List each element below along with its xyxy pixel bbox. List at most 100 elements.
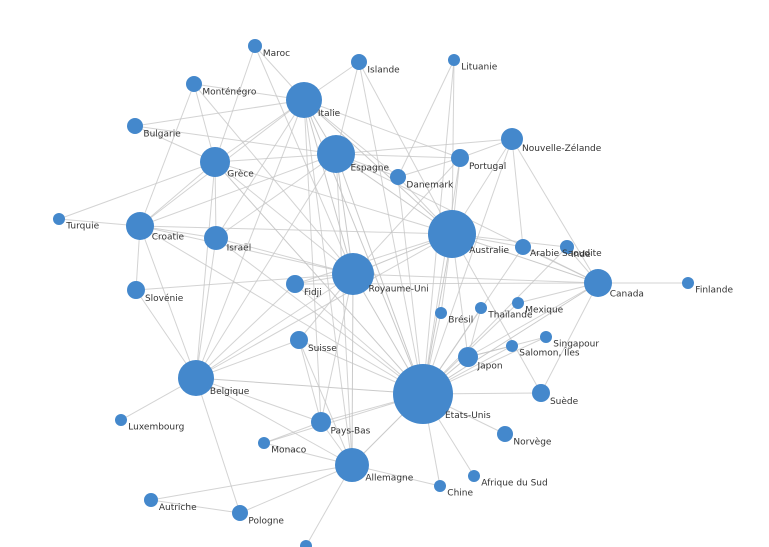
node-mexique[interactable] [512,297,524,309]
node-label-nouvelle-zelande: Nouvelle-Zélande [522,143,602,154]
node-label-autriche: Autriche [159,503,197,513]
edge-royaume-uni-maroc [254,45,354,275]
edge-grece-turquie [58,161,216,220]
node-montenegro[interactable] [186,76,202,92]
node-belgique[interactable] [178,360,214,396]
node-label-belgique: Belgique [210,387,250,397]
edge-croatie-belgique [139,225,197,379]
edge-belgique-pays-bas [195,377,322,423]
edge-etats-unis-croatie [139,225,424,395]
edge-royaume-uni-israel [215,237,354,275]
node-label-arabie-saoudite: Arabie Saoudite [530,249,602,259]
node-fidji[interactable] [286,275,304,293]
node-suede[interactable] [532,384,550,402]
node-salomon[interactable] [506,340,518,352]
node-inde[interactable] [560,240,574,254]
node-nouvelle-zelande[interactable] [501,128,523,150]
edge-etats-unis-grece [214,161,424,395]
edge-espagne-allemagne [335,153,353,466]
edge-espagne-grece [214,153,337,163]
node-label-italie: Italie [318,109,341,119]
edge-grece-belgique [195,161,216,379]
edge-italie-portugal [303,99,461,159]
edge-belgique-allemagne [195,377,353,466]
node-islande[interactable] [351,54,367,70]
node-label-mexique: Mexique [525,305,563,315]
node-label-royaume-uni: Royaume-Uni [369,285,429,295]
node-maroc[interactable] [248,39,262,53]
node-suisse[interactable] [290,331,308,349]
edge-croatie-montenegro [139,83,195,227]
node-luxembourg[interactable] [115,414,127,426]
edge-italie-bulgarie [134,99,305,127]
edge-italie-montenegro [193,83,305,101]
node-afrique-du-sud[interactable] [468,470,480,482]
node-singapour[interactable] [540,331,552,343]
edge-belgique-suisse [195,339,300,379]
node-chine[interactable] [434,480,446,492]
node-espagne[interactable] [317,135,355,173]
edge-australie-belgique [195,233,453,379]
edge-australie-croatie [139,225,453,235]
node-label-maroc: Maroc [263,49,290,59]
edge-etats-unis-belgique [195,377,424,395]
edge-canada-suede [540,282,599,394]
node-label-montenegro: Monténégro [202,86,256,97]
node-etats-unis[interactable] [393,364,453,424]
node-japon[interactable] [458,347,478,367]
edge-pays-bas-monaco [263,421,322,444]
node-label-allemagne: Allemagne [365,473,413,483]
node-turquie[interactable] [53,213,65,225]
node-label-espagne: Espagne [350,163,389,173]
edge-royaume-uni-canada [352,273,599,284]
edge-royaume-uni-portugal [352,157,461,275]
node-label-monaco: Monaco [271,445,306,455]
node-thailande[interactable] [475,302,487,314]
edge-espagne-nouvelle-zelande [335,138,513,155]
node-portugal[interactable] [451,149,469,167]
node-label-thailande: Thaïlande [487,310,533,320]
edge-belgique-israel [195,237,217,379]
node-label-salomon: Salomon, Îles [519,346,580,358]
node-danemark[interactable] [390,169,406,185]
node-italie[interactable] [286,82,322,118]
edge-espagne-croatie [139,153,337,227]
node-norvege[interactable] [497,426,513,442]
node-bulgarie[interactable] [127,118,143,134]
node-label-fidji: Fidji [304,288,322,298]
edge-royaume-uni-croatie [139,225,354,275]
edge-lituanie-danemark [397,59,455,178]
node-autriche[interactable] [144,493,158,507]
node-unlabeled-bottom[interactable] [300,540,312,547]
node-bresil[interactable] [435,307,447,319]
edge-australie-suede [451,233,542,394]
node-israel[interactable] [204,226,228,250]
edge-royaume-uni-belgique [195,273,354,379]
node-grece[interactable] [200,147,230,177]
node-allemagne[interactable] [335,448,369,482]
node-canada[interactable] [584,269,612,297]
node-finlande[interactable] [682,277,694,289]
node-australie[interactable] [428,210,476,258]
node-pays-bas[interactable] [311,412,331,432]
node-royaume-uni[interactable] [332,253,374,295]
node-arabie-saoudite[interactable] [515,239,531,255]
node-croatie[interactable] [126,212,154,240]
node-label-finlande: Finlande [695,285,733,295]
edge-nouvelle-zelande-arabie-saoudite [511,138,524,248]
edge-canada-japon [467,282,599,358]
node-pologne[interactable] [232,505,248,521]
node-monaco[interactable] [258,437,270,449]
edge-italie-allemagne [303,99,353,466]
edge-australie-lituanie [451,59,455,235]
node-slovenie[interactable] [127,281,145,299]
node-label-canada: Canada [610,290,644,300]
node-label-bulgarie: Bulgarie [143,129,181,139]
edge-etats-unis-islande [358,61,424,395]
edge-etats-unis-israel [215,237,424,395]
node-label-slovenie: Slovénie [145,293,184,304]
node-lituanie[interactable] [448,54,460,66]
edge-espagne-portugal [335,153,461,159]
edge-allemagne-pologne [239,464,353,514]
